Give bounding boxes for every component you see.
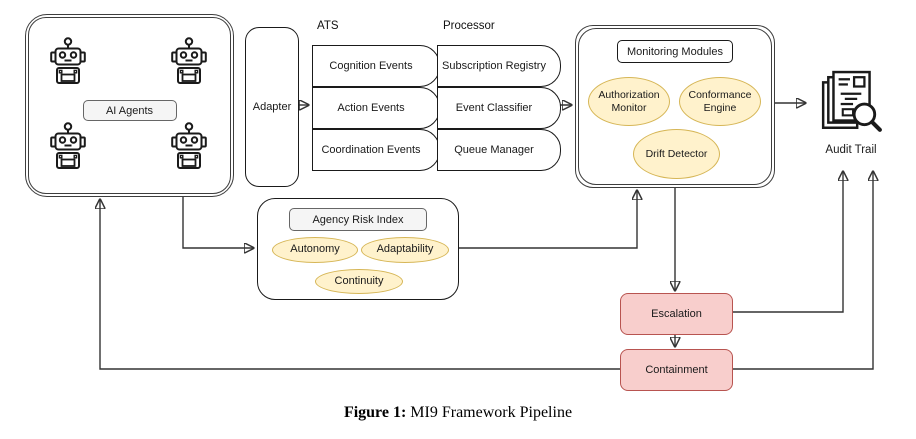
monitoring-modules-label: Monitoring Modules (617, 40, 733, 63)
robot-icon (50, 122, 86, 169)
ai-agents-box: AI Agents (25, 14, 234, 197)
escalation-node: Escalation (620, 293, 733, 335)
authorization-monitor-ellipse: Authorization Monitor (588, 77, 670, 126)
connector-agents-to-risk-index (182, 196, 253, 248)
processor-queue-manager: Queue Manager (437, 129, 561, 171)
adaptability-ellipse: Adaptability (361, 237, 449, 263)
connector-containment-to-audit (731, 172, 873, 370)
ats-cognition-events: Cognition Events (312, 45, 440, 87)
audit-trail-label: Audit Trail (825, 144, 877, 156)
ai-agents-label: AI Agents (82, 100, 177, 121)
containment-node: Containment (620, 349, 733, 391)
audit-trail-icon (821, 70, 882, 132)
agency-risk-index-box: Agency Risk Index Autonomy Adaptability … (257, 198, 459, 300)
continuity-ellipse: Continuity (315, 269, 403, 294)
processor-title: Processor (443, 20, 495, 32)
processor-event-classifier: Event Classifier (437, 87, 561, 129)
ats-coordination-events: Coordination Events (312, 129, 440, 171)
robot-icon (50, 37, 86, 84)
figure-caption-text: MI9 Framework Pipeline (406, 404, 573, 421)
monitoring-modules-box: Monitoring Modules Authorization Monitor… (575, 25, 775, 188)
figure-caption: Figure 1: MI9 Framework Pipeline (0, 404, 916, 422)
ats-action-events: Action Events (312, 87, 440, 129)
agency-risk-index-label: Agency Risk Index (289, 208, 427, 231)
robot-icon (171, 122, 207, 169)
robot-icon (171, 37, 207, 84)
conformance-engine-ellipse: Conformance Engine (679, 77, 761, 126)
drift-detector-ellipse: Drift Detector (633, 129, 720, 179)
processor-subscription-registry: Subscription Registry (437, 45, 561, 87)
connector-risk-index-to-monitoring (457, 191, 637, 249)
connector-escalation-to-audit (731, 172, 843, 313)
ats-title: ATS (317, 20, 339, 32)
autonomy-ellipse: Autonomy (272, 237, 358, 263)
adapter-node: Adapter (245, 27, 299, 187)
figure-caption-label: Figure 1: (343, 404, 407, 421)
